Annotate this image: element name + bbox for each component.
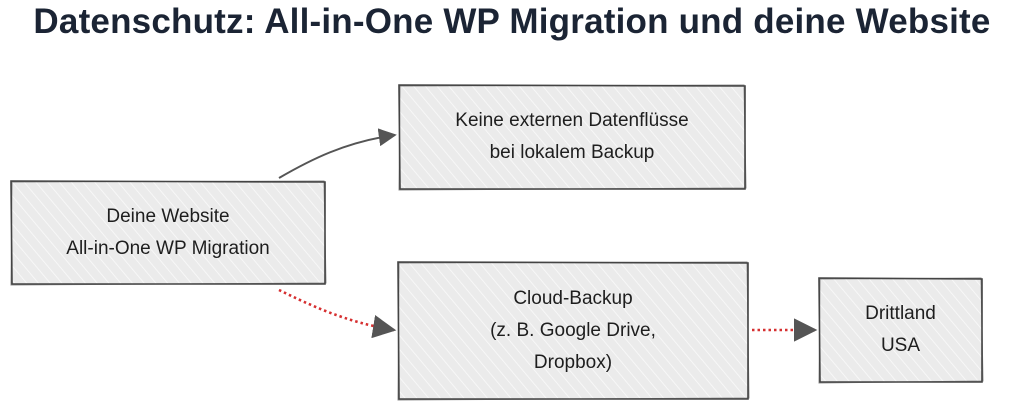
edge-website-to-cloud	[278, 288, 397, 339]
node-cloud-line1: Cloud-Backup	[513, 287, 633, 309]
node-drittland: Drittland USA	[819, 278, 982, 382]
node-website: Deine Website All-in-One WP Migration	[11, 181, 325, 284]
node-local: Keine externen Datenflüsse bei lokalem B…	[399, 85, 745, 189]
node-local-shape	[398, 84, 747, 191]
node-local-line1: Keine externen Datenflüsse	[455, 110, 689, 131]
node-drittland-shape	[818, 277, 984, 384]
node-cloud-line2: (z. B. Google Drive,	[490, 319, 656, 341]
node-cloud-line3: Dropbox)	[533, 351, 613, 373]
node-website-line1: Deine Website	[106, 205, 230, 227]
node-cloud: Cloud-Backup (z. B. Google Drive, Dropbo…	[398, 262, 748, 399]
node-website-line2: All-in-One WP Migration	[66, 237, 270, 259]
node-cloud-shape	[397, 261, 750, 401]
node-drittland-line2: USA	[880, 335, 921, 356]
edge-website-to-local	[278, 128, 397, 179]
diagram-title: Datenschutz: All-in-One WP Migration und…	[33, 2, 991, 41]
node-website-shape	[10, 180, 327, 286]
node-local-line2: bei lokalem Backup	[489, 142, 655, 163]
node-drittland-line1: Drittland	[865, 303, 936, 324]
